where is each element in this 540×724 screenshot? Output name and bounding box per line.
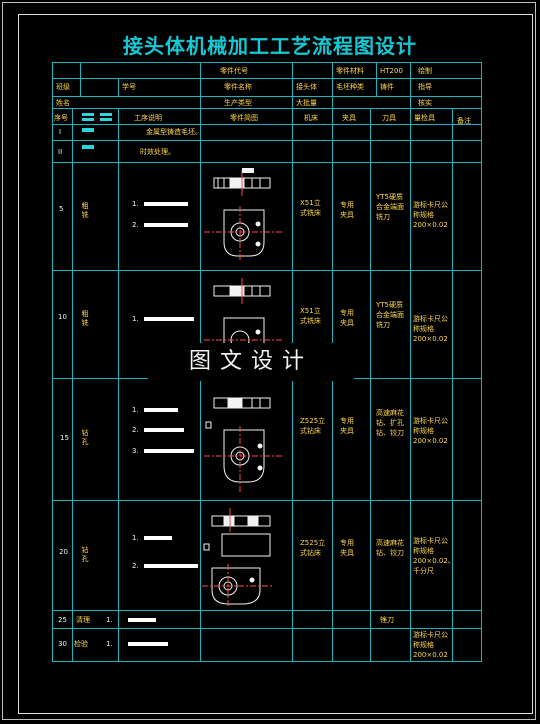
- row-number: 25: [58, 616, 67, 624]
- watermark: 图文设计: [148, 343, 354, 381]
- redacted-step: [128, 618, 156, 622]
- column-header-fixture: 夹具: [342, 114, 356, 122]
- redacted-step: [144, 202, 188, 206]
- redacted-step: [144, 449, 194, 453]
- redacted-step: [144, 536, 172, 540]
- part-sketch-op20: [202, 508, 272, 606]
- production-type-value: 大批量: [296, 99, 317, 107]
- operation-name: 检验: [74, 640, 88, 648]
- step-number: 1.: [106, 640, 113, 648]
- step-number: 2.: [132, 221, 139, 229]
- redacted-step: [144, 408, 178, 412]
- material-value: HT200: [380, 67, 403, 75]
- cyan-marker: [100, 118, 112, 121]
- operation-name: 清理: [76, 616, 90, 624]
- machine: X51立式铣床: [300, 307, 321, 325]
- step-number: 1.: [132, 200, 139, 208]
- row-number: II: [58, 148, 63, 156]
- redacted-step: [144, 428, 184, 432]
- class-label: 班级: [56, 83, 70, 91]
- cyan-marker: [82, 113, 94, 116]
- column-header-sketch: 零件简图: [230, 114, 258, 122]
- tool: YT5硬质合金端面铣刀: [376, 193, 404, 221]
- machine: X51立式铣床: [300, 199, 321, 217]
- fixture: 专用夹具: [340, 201, 354, 219]
- row-number: I: [59, 128, 62, 136]
- row-number: 5: [59, 205, 64, 213]
- student-no-label: 学号: [122, 83, 136, 91]
- cyan-marker: [82, 145, 94, 149]
- material-label: 零件材料: [336, 67, 364, 75]
- gauge: 游标卡尺公称规格200×0.02: [413, 315, 448, 343]
- step-number: 3.: [132, 447, 139, 455]
- row-desc: 时效处理。: [140, 148, 175, 156]
- row-number: 10: [58, 313, 67, 321]
- column-header-remark: 备注: [457, 117, 471, 125]
- step-number: 1.: [132, 534, 139, 542]
- gauge: 游标卡尺公称规格200×0.02: [413, 201, 448, 229]
- fixture: 专用夹具: [340, 417, 354, 435]
- cyan-marker: [82, 118, 94, 121]
- redacted-step: [144, 223, 188, 227]
- name-label: 姓名: [56, 99, 70, 107]
- tool: 高速麻花钻、扩孔钻、铰刀: [376, 409, 404, 437]
- page-title: 接头体机械加工工艺流程图设计: [123, 34, 417, 58]
- column-header-tool: 刀具: [382, 114, 396, 122]
- drawn-label: 绘制: [418, 67, 432, 75]
- mentor-label: 指导: [418, 83, 432, 91]
- tool: YT5硬质合金端面铣刀: [376, 301, 404, 329]
- cyan-marker: [82, 128, 94, 132]
- review-label: 核实: [418, 99, 432, 107]
- redacted-step: [144, 564, 198, 568]
- step-number: 2.: [132, 562, 139, 570]
- step-number: 1.: [132, 406, 139, 414]
- operation-name: 粗铣: [81, 310, 89, 327]
- fixture: 专用夹具: [340, 309, 354, 327]
- step-number: 2.: [132, 426, 139, 434]
- production-type-label: 生产类型: [224, 99, 252, 107]
- part-name-value: 接头体: [296, 83, 317, 91]
- row-number: 15: [60, 434, 69, 442]
- step-number: 1.: [132, 315, 139, 323]
- cyan-marker: [100, 113, 112, 116]
- column-header-machine: 机床: [304, 114, 318, 122]
- row-number: 30: [58, 640, 67, 648]
- part-code-label: 零件代号: [220, 67, 248, 75]
- machine: Z525立式钻床: [300, 417, 326, 435]
- row-desc: 金属型铸造毛坯。: [146, 128, 202, 136]
- part-name-label: 零件名称: [224, 83, 252, 91]
- blank-type-value: 铸件: [380, 83, 394, 91]
- row-number: 20: [59, 548, 68, 556]
- tool: 锉刀: [380, 616, 394, 624]
- inner-frame: [18, 14, 533, 714]
- gauge: 游标卡尺公称规格200×0.02: [413, 417, 448, 445]
- redacted-step: [144, 317, 194, 321]
- tool: 高速麻花钻、铰刀: [376, 539, 404, 557]
- gauge: 游标卡尺公称规格200×0.02、千分尺: [413, 537, 455, 575]
- column-header-desc: 工序说明: [134, 114, 162, 122]
- gauge: 游标卡尺公称规格200×0.02: [413, 631, 448, 659]
- operation-name: 钻孔: [81, 546, 89, 563]
- fixture: 专用夹具: [340, 539, 354, 557]
- operation-name: 钻孔: [81, 429, 89, 446]
- column-header-no: 序号: [54, 114, 68, 122]
- operation-name: 粗铣: [81, 202, 89, 219]
- step-number: 1.: [106, 616, 113, 624]
- part-sketch-op5: [204, 168, 282, 262]
- part-sketch-op15: [204, 397, 282, 492]
- blank-type-label: 毛坯种类: [336, 83, 364, 91]
- column-header-gauge: 量检具: [414, 114, 435, 122]
- redacted-step: [128, 642, 168, 646]
- machine: Z525立式钻床: [300, 539, 326, 557]
